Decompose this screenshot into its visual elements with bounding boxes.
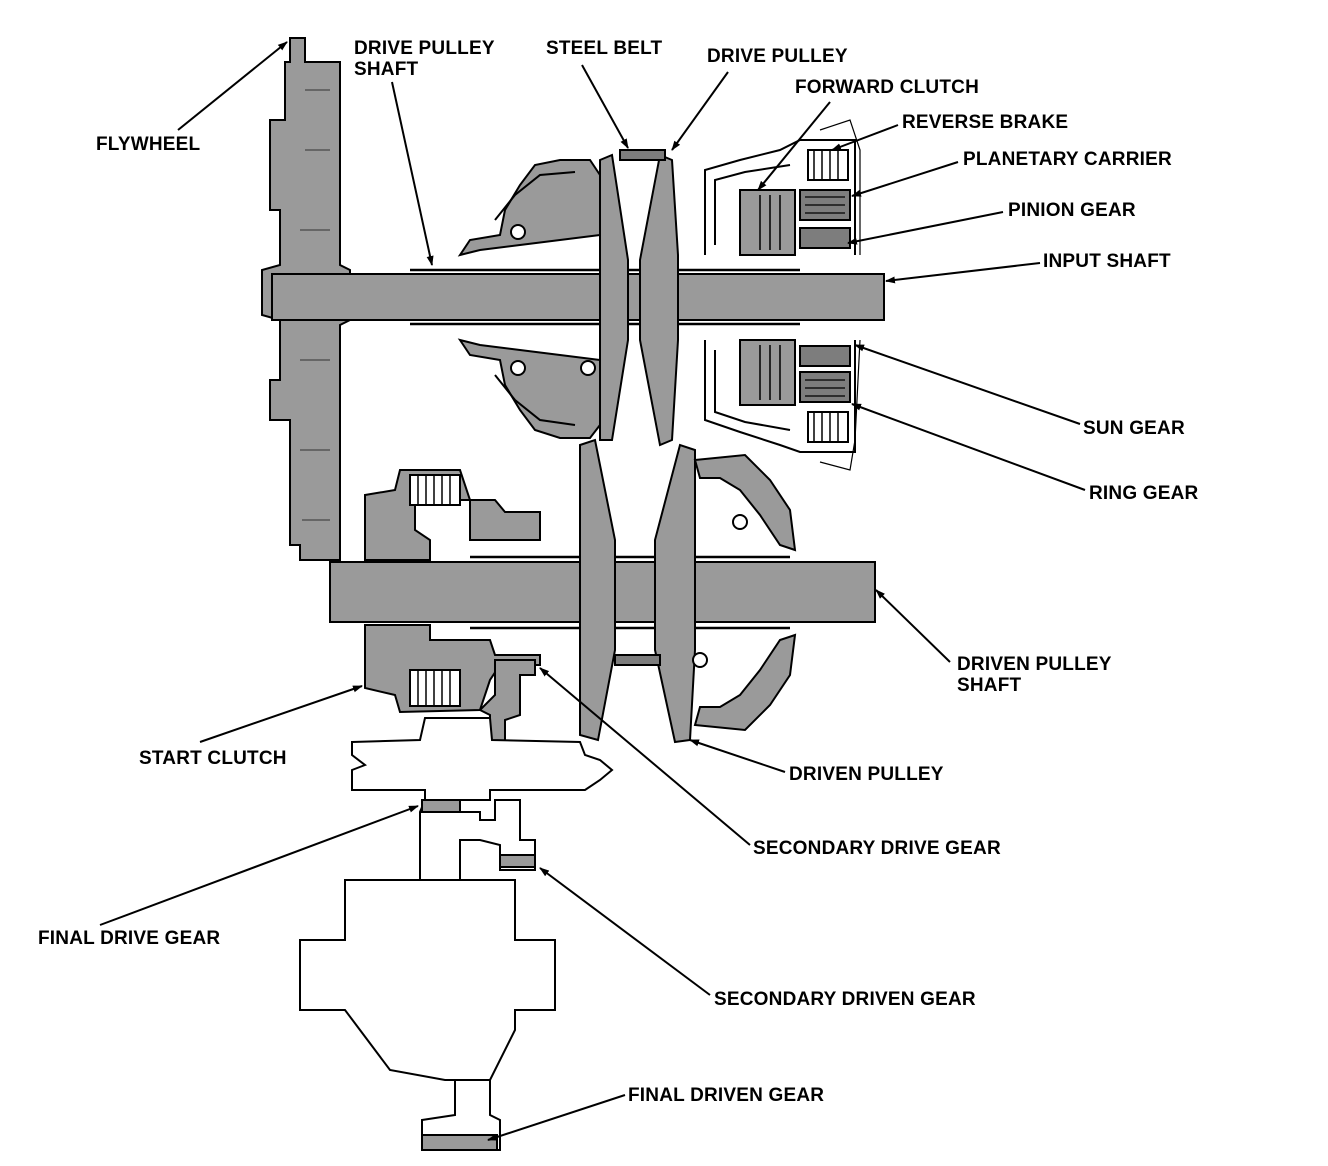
leader-secondary-driven-gear: [539, 867, 711, 996]
label-flywheel: FLYWHEEL: [96, 134, 201, 155]
label-drive-pulley-shaft-line2: SHAFT: [354, 59, 419, 80]
leader-drive-pulley: [671, 71, 729, 151]
leader-reverse-brake: [831, 124, 899, 151]
label-start-clutch: START CLUTCH: [139, 748, 287, 769]
leader-final-drive-gear: [99, 805, 419, 926]
leader-driven-pulley-shaft: [875, 589, 951, 663]
start-clutch-part: [364, 469, 541, 714]
leader-forward-clutch: [757, 101, 831, 191]
label-final-driven-gear: FINAL DRIVEN GEAR: [628, 1085, 825, 1106]
leader-steel-belt: [581, 64, 629, 149]
driven-pulley-part: [579, 438, 797, 744]
label-forward-clutch: FORWARD CLUTCH: [795, 77, 979, 98]
drive-pulley-part: [457, 149, 679, 447]
leader-input-shaft: [885, 262, 1041, 284]
leader-driven-pulley: [689, 739, 786, 773]
leader-sun-gear: [854, 344, 1081, 425]
leader-drive-pulley-shaft: [391, 81, 434, 266]
label-ring-gear: RING GEAR: [1089, 483, 1199, 504]
leader-ring-gear: [851, 403, 1086, 491]
leader-flywheel: [177, 41, 288, 131]
label-drive-pulley-shaft: DRIVE PULLEY SHAFT: [354, 38, 495, 80]
label-sun-gear: SUN GEAR: [1083, 418, 1185, 439]
leader-lines: [99, 41, 1086, 1141]
leader-pinion-gear: [847, 211, 1004, 245]
label-driven-pulley-shaft-line1: DRIVEN PULLEY: [957, 654, 1112, 675]
leader-final-driven-gear: [487, 1094, 626, 1141]
leader-start-clutch: [199, 685, 363, 743]
label-steel-belt: STEEL BELT: [546, 38, 663, 59]
label-planetary-carrier: PLANETARY CARRIER: [963, 149, 1172, 170]
planetary-gear-set-part: [704, 119, 861, 471]
label-driven-pulley-shaft-line2: SHAFT: [957, 675, 1022, 696]
leader-planetary-carrier: [851, 161, 959, 197]
label-driven-pulley-shaft: DRIVEN PULLEY SHAFT: [957, 654, 1112, 696]
label-secondary-driven-gear: SECONDARY DRIVEN GEAR: [714, 989, 976, 1010]
secondary-gear-train-part: [299, 659, 614, 1151]
label-drive-pulley: DRIVE PULLEY: [707, 46, 848, 67]
label-reverse-brake: REVERSE BRAKE: [902, 112, 1069, 133]
label-final-drive-gear: FINAL DRIVE GEAR: [38, 928, 221, 949]
label-driven-pulley: DRIVEN PULLEY: [789, 764, 944, 785]
label-drive-pulley-shaft-line1: DRIVE PULLEY: [354, 38, 495, 59]
label-pinion-gear: PINION GEAR: [1008, 200, 1136, 221]
label-secondary-drive-gear: SECONDARY DRIVE GEAR: [753, 838, 1001, 859]
leader-secondary-drive-gear: [539, 667, 751, 846]
label-input-shaft: INPUT SHAFT: [1043, 251, 1171, 272]
input-shaft-part: [271, 268, 885, 326]
